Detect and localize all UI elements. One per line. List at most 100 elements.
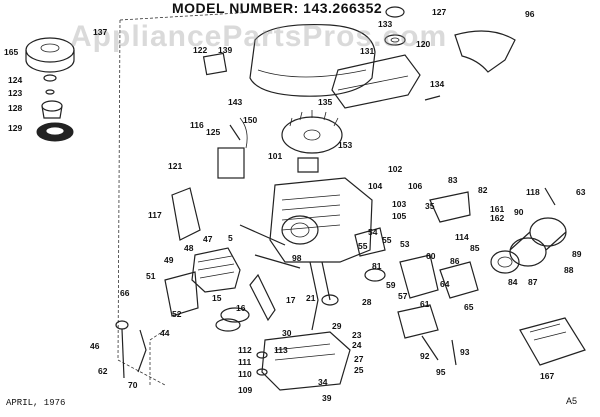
part-label-51: 51 bbox=[146, 271, 156, 281]
part-label-122: 122 bbox=[193, 45, 208, 55]
part-label-5: 5 bbox=[228, 233, 233, 243]
part-label-161: 161 bbox=[490, 204, 505, 214]
page-code: A5 bbox=[566, 396, 578, 406]
filter-screw bbox=[544, 187, 556, 206]
air-filter-element bbox=[490, 250, 520, 274]
part-label-89: 89 bbox=[572, 249, 582, 259]
part-label-110: 110 bbox=[238, 369, 252, 379]
watermark: AppliancePartsPros.com bbox=[70, 20, 448, 53]
part-label-52: 52 bbox=[172, 309, 182, 319]
part-label-28: 28 bbox=[362, 297, 372, 307]
part-label-165: 165 bbox=[4, 47, 19, 57]
dipstick bbox=[115, 320, 147, 379]
part-label-27: 27 bbox=[354, 354, 364, 364]
part-label-121: 121 bbox=[168, 161, 183, 171]
fuel-line bbox=[424, 95, 441, 101]
part-label-95: 95 bbox=[436, 367, 446, 377]
part-label-167: 167 bbox=[540, 371, 555, 381]
cylinder-head bbox=[191, 247, 241, 293]
part-label-134: 134 bbox=[430, 79, 445, 89]
part-label-60: 60 bbox=[426, 251, 436, 261]
part-label-62: 62 bbox=[98, 366, 108, 376]
part-label-15: 15 bbox=[212, 293, 222, 303]
part-label-63: 63 bbox=[576, 187, 586, 197]
fuel-tank bbox=[331, 54, 421, 109]
part-label-25: 25 bbox=[354, 365, 364, 375]
part-label-103: 103 bbox=[392, 199, 407, 209]
crankshaft bbox=[309, 261, 339, 331]
part-label-117: 117 bbox=[148, 210, 162, 220]
part-label-135: 135 bbox=[318, 97, 333, 107]
flywheel bbox=[281, 110, 343, 154]
part-label-139: 139 bbox=[218, 45, 233, 55]
valve-stem-lower bbox=[254, 254, 301, 269]
part-label-118: 118 bbox=[526, 187, 540, 197]
part-label-24: 24 bbox=[352, 340, 362, 350]
engine-base bbox=[261, 331, 351, 391]
engine-block bbox=[269, 177, 373, 263]
carburetor bbox=[399, 254, 479, 299]
part-label-106: 106 bbox=[408, 181, 423, 191]
cover-plate bbox=[164, 271, 199, 317]
mounting-bracket bbox=[171, 187, 201, 241]
starter-seal-ring bbox=[36, 122, 74, 142]
housing-plate bbox=[202, 52, 228, 76]
part-label-54: 54 bbox=[368, 227, 378, 237]
part-label-96: 96 bbox=[525, 9, 535, 19]
part-label-102: 102 bbox=[388, 164, 403, 174]
part-label-34: 34 bbox=[318, 377, 328, 387]
part-label-44: 44 bbox=[160, 328, 170, 338]
owners-manual bbox=[519, 317, 586, 366]
model-number-title: MODEL NUMBER: 143.266352 bbox=[172, 0, 383, 16]
part-label-87: 87 bbox=[528, 277, 538, 287]
piston-rings bbox=[215, 307, 250, 332]
part-label-21: 21 bbox=[306, 293, 316, 303]
part-label-55: 55 bbox=[382, 235, 392, 245]
part-label-16: 16 bbox=[236, 303, 246, 313]
revision-date: APRIL, 1976 bbox=[6, 398, 66, 408]
part-label-129: 129 bbox=[8, 123, 23, 133]
part-label-55b: 55 bbox=[358, 241, 368, 251]
ignition-coil bbox=[217, 124, 245, 179]
part-label-109: 109 bbox=[238, 385, 253, 395]
part-label-39: 39 bbox=[322, 393, 332, 403]
part-label-162: 162 bbox=[490, 213, 505, 223]
part-label-137: 137 bbox=[93, 27, 108, 37]
part-label-120: 120 bbox=[416, 39, 431, 49]
part-label-113: 113 bbox=[274, 345, 288, 355]
muffler bbox=[397, 304, 439, 361]
governor-linkage bbox=[429, 191, 471, 223]
starter-cup bbox=[41, 100, 63, 119]
flywheel-hub bbox=[297, 157, 319, 173]
valve-stem bbox=[239, 224, 286, 246]
part-label-47: 47 bbox=[203, 234, 213, 244]
part-label-70: 70 bbox=[128, 380, 138, 390]
part-label-86: 86 bbox=[450, 256, 460, 266]
part-label-153: 153 bbox=[338, 140, 353, 150]
starter-washers bbox=[43, 74, 57, 95]
assembly-guide-lines bbox=[117, 11, 256, 386]
part-label-88: 88 bbox=[564, 265, 574, 275]
part-label-114: 114 bbox=[455, 232, 469, 242]
part-label-111: 111 bbox=[238, 357, 252, 367]
part-label-57: 57 bbox=[398, 291, 408, 301]
spark-plug-wire bbox=[239, 117, 248, 149]
part-label-133: 133 bbox=[378, 19, 393, 29]
part-label-61: 61 bbox=[420, 299, 430, 309]
part-label-105: 105 bbox=[392, 211, 407, 221]
drain-plug bbox=[256, 351, 268, 376]
part-label-53: 53 bbox=[400, 239, 410, 249]
part-label-104: 104 bbox=[368, 181, 383, 191]
part-label-131: 131 bbox=[360, 46, 375, 56]
assembly-guide-lines-lower bbox=[149, 329, 166, 385]
part-label-90: 90 bbox=[514, 207, 524, 217]
part-label-29: 29 bbox=[332, 321, 342, 331]
part-label-128: 128 bbox=[8, 103, 23, 113]
part-label-92: 92 bbox=[420, 351, 430, 361]
part-label-112: 112 bbox=[238, 345, 252, 355]
part-label-143: 143 bbox=[228, 97, 243, 107]
part-label-46: 46 bbox=[90, 341, 100, 351]
part-label-116: 116 bbox=[190, 120, 204, 130]
